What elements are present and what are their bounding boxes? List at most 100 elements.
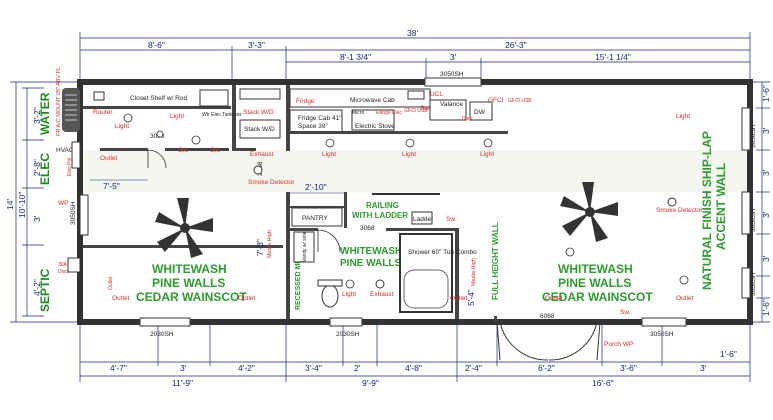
media-label-2: Media High (471, 258, 477, 286)
bedroom-text-1: WHITEWASH (152, 262, 227, 276)
dim-bottom-7: 6'-2" (538, 363, 555, 373)
light-label-7: Light (676, 113, 690, 120)
dim-bottom-5: 4'-8" (405, 363, 422, 373)
left-dimensions (10, 81, 80, 323)
toilet-icon (321, 284, 339, 308)
sw-label-4: Sw. (446, 216, 457, 223)
dim-bottom-right-extra: 1'-6" (720, 349, 737, 359)
window-label-right-1: 3050SH (750, 124, 757, 148)
wp-label: WP (58, 200, 68, 207)
range-elec-label: Range Elec (376, 110, 402, 116)
fridge-cab-label: Fridge Cab 41" (298, 115, 342, 122)
elec-panel-icon (71, 141, 81, 169)
dim-left-inner: 10'-10" (17, 192, 27, 218)
hallway-band (83, 150, 747, 192)
dim-bottom-2: 4'-2" (238, 363, 255, 373)
toilet-tank-icon (317, 279, 343, 287)
dim-left-part-3: 4'-2" (32, 279, 42, 296)
top-dimensions (79, 32, 751, 82)
dim-top-mid: 3'-3" (248, 40, 265, 50)
living-text-3: CEDAR WAINSCOT (542, 290, 653, 304)
microwave-cab-label: Microwave Cab (350, 97, 395, 104)
hall-width-label: 7'-5" (103, 181, 120, 191)
dim-top-right: 26'-3" (505, 40, 527, 50)
disconnect-icon (67, 257, 81, 273)
windows (79, 77, 751, 327)
dim-overall: 38' (407, 28, 418, 38)
dim-right-0: 1'-6" (761, 85, 771, 102)
media-label-1: Media High (267, 230, 273, 258)
outlet-label-7: Outlet (108, 276, 114, 290)
living-text-1: WHITEWASH (558, 262, 633, 276)
gfci-usb-2: GFCI USB (508, 98, 532, 104)
kitchen-upper-cabinets (289, 88, 431, 108)
interior-walls (83, 85, 497, 322)
exhaust-fan-icon (375, 279, 385, 289)
outlet-label-3: Outlet (238, 295, 256, 302)
pantry-width-label: 2'-10" (305, 182, 327, 192)
smoke-detector-label-2: Smoke Detector (656, 207, 703, 214)
gfci-usb-1: GFCI USB (404, 108, 428, 114)
dim-bottom-4: 2' (354, 363, 361, 373)
dim-top-left: 8'-6" (148, 40, 165, 50)
dim-bottom-0: 4'-7" (110, 363, 127, 373)
ucl-label: UCL (430, 91, 443, 98)
dishwasher-icon (469, 101, 493, 121)
window-label-right-2: 3050SH (750, 208, 757, 232)
outlet-label-6: Outlet (545, 295, 563, 302)
railing-text-1: RAILING (366, 201, 399, 210)
light-label-3: Light (322, 151, 336, 158)
elec-label: ELEC (38, 153, 52, 185)
ladder-icon (411, 211, 433, 225)
stack-wd-label: Stack W/D (244, 126, 275, 133)
outlet-label-1: Outlet (100, 155, 118, 162)
dim-left-overall: 14' (5, 199, 15, 210)
ceiling-fan-icon-right (560, 182, 618, 242)
disconnect-label: Disc. (58, 269, 69, 275)
window-label-right-3: 3050SH (750, 272, 757, 296)
outlet-label-2: Outlet (112, 295, 130, 302)
railing-text-2: WITH LADDER (352, 211, 408, 220)
dim-left-part-0: 3'-2" (32, 107, 42, 124)
dim-top-sub1: 8'-1 3/4" (340, 52, 371, 62)
door-label-bath: 3068 (360, 225, 375, 232)
tub-basin-icon (403, 269, 449, 309)
micro-label: Micro (352, 110, 364, 116)
dim-top-sub2: 3' (450, 52, 457, 62)
mid-vertical-dim-0: 7'-3" (255, 239, 265, 256)
range-hood-icon (407, 90, 425, 100)
sw-label-5: Sw. (620, 309, 631, 316)
dim-bottom-9: 3' (700, 363, 707, 373)
accent-wall-text-2: ACCENT WALL (714, 163, 728, 250)
stack-wd-top-label: Stack W/D (243, 109, 274, 116)
window-label-bottom-right: 3050SH (650, 331, 674, 338)
interior-doors (147, 149, 341, 253)
vanity-sink-icon (293, 231, 315, 263)
smoke-detector-icon-2 (667, 197, 677, 207)
dim-right-1: 3' (761, 127, 771, 134)
washer-dryer-top-icon (239, 88, 281, 100)
smoke-detector-label-1: Smoke Detector (248, 179, 295, 186)
smoke-detector-icon-1 (253, 165, 263, 175)
bottom-dimensions (79, 320, 751, 382)
disp-label: Disp (462, 116, 472, 122)
gfci-label: GFCI (488, 97, 504, 104)
washer-dryer-icon (239, 119, 281, 139)
router-icon (93, 91, 105, 101)
dim-bottom-total-1: 9'-9" (362, 378, 379, 388)
water-tankless-label: Wtr Elec Tankless (202, 112, 242, 118)
hvac-note: FR A/C MOUNT 28" ABV FL (56, 67, 62, 136)
dim-bottom-8: 3'-6" (620, 363, 637, 373)
front-door-label: 6068 (540, 313, 555, 320)
right-dimensions (750, 81, 770, 323)
dim-left-part-2: 3' (32, 215, 42, 222)
kitchen-sink-icon (429, 99, 467, 121)
pantry-box (291, 207, 343, 227)
thirty-a-label: 30A (58, 262, 68, 268)
pantry-label: PANTRY (302, 215, 328, 222)
dim-right-3: 3' (761, 211, 771, 218)
window-label-bottom-left: 2030SH (150, 331, 174, 338)
electric-stove-label: Electric Stove (355, 123, 395, 130)
porch-wp-label: Porch WP (604, 341, 633, 348)
